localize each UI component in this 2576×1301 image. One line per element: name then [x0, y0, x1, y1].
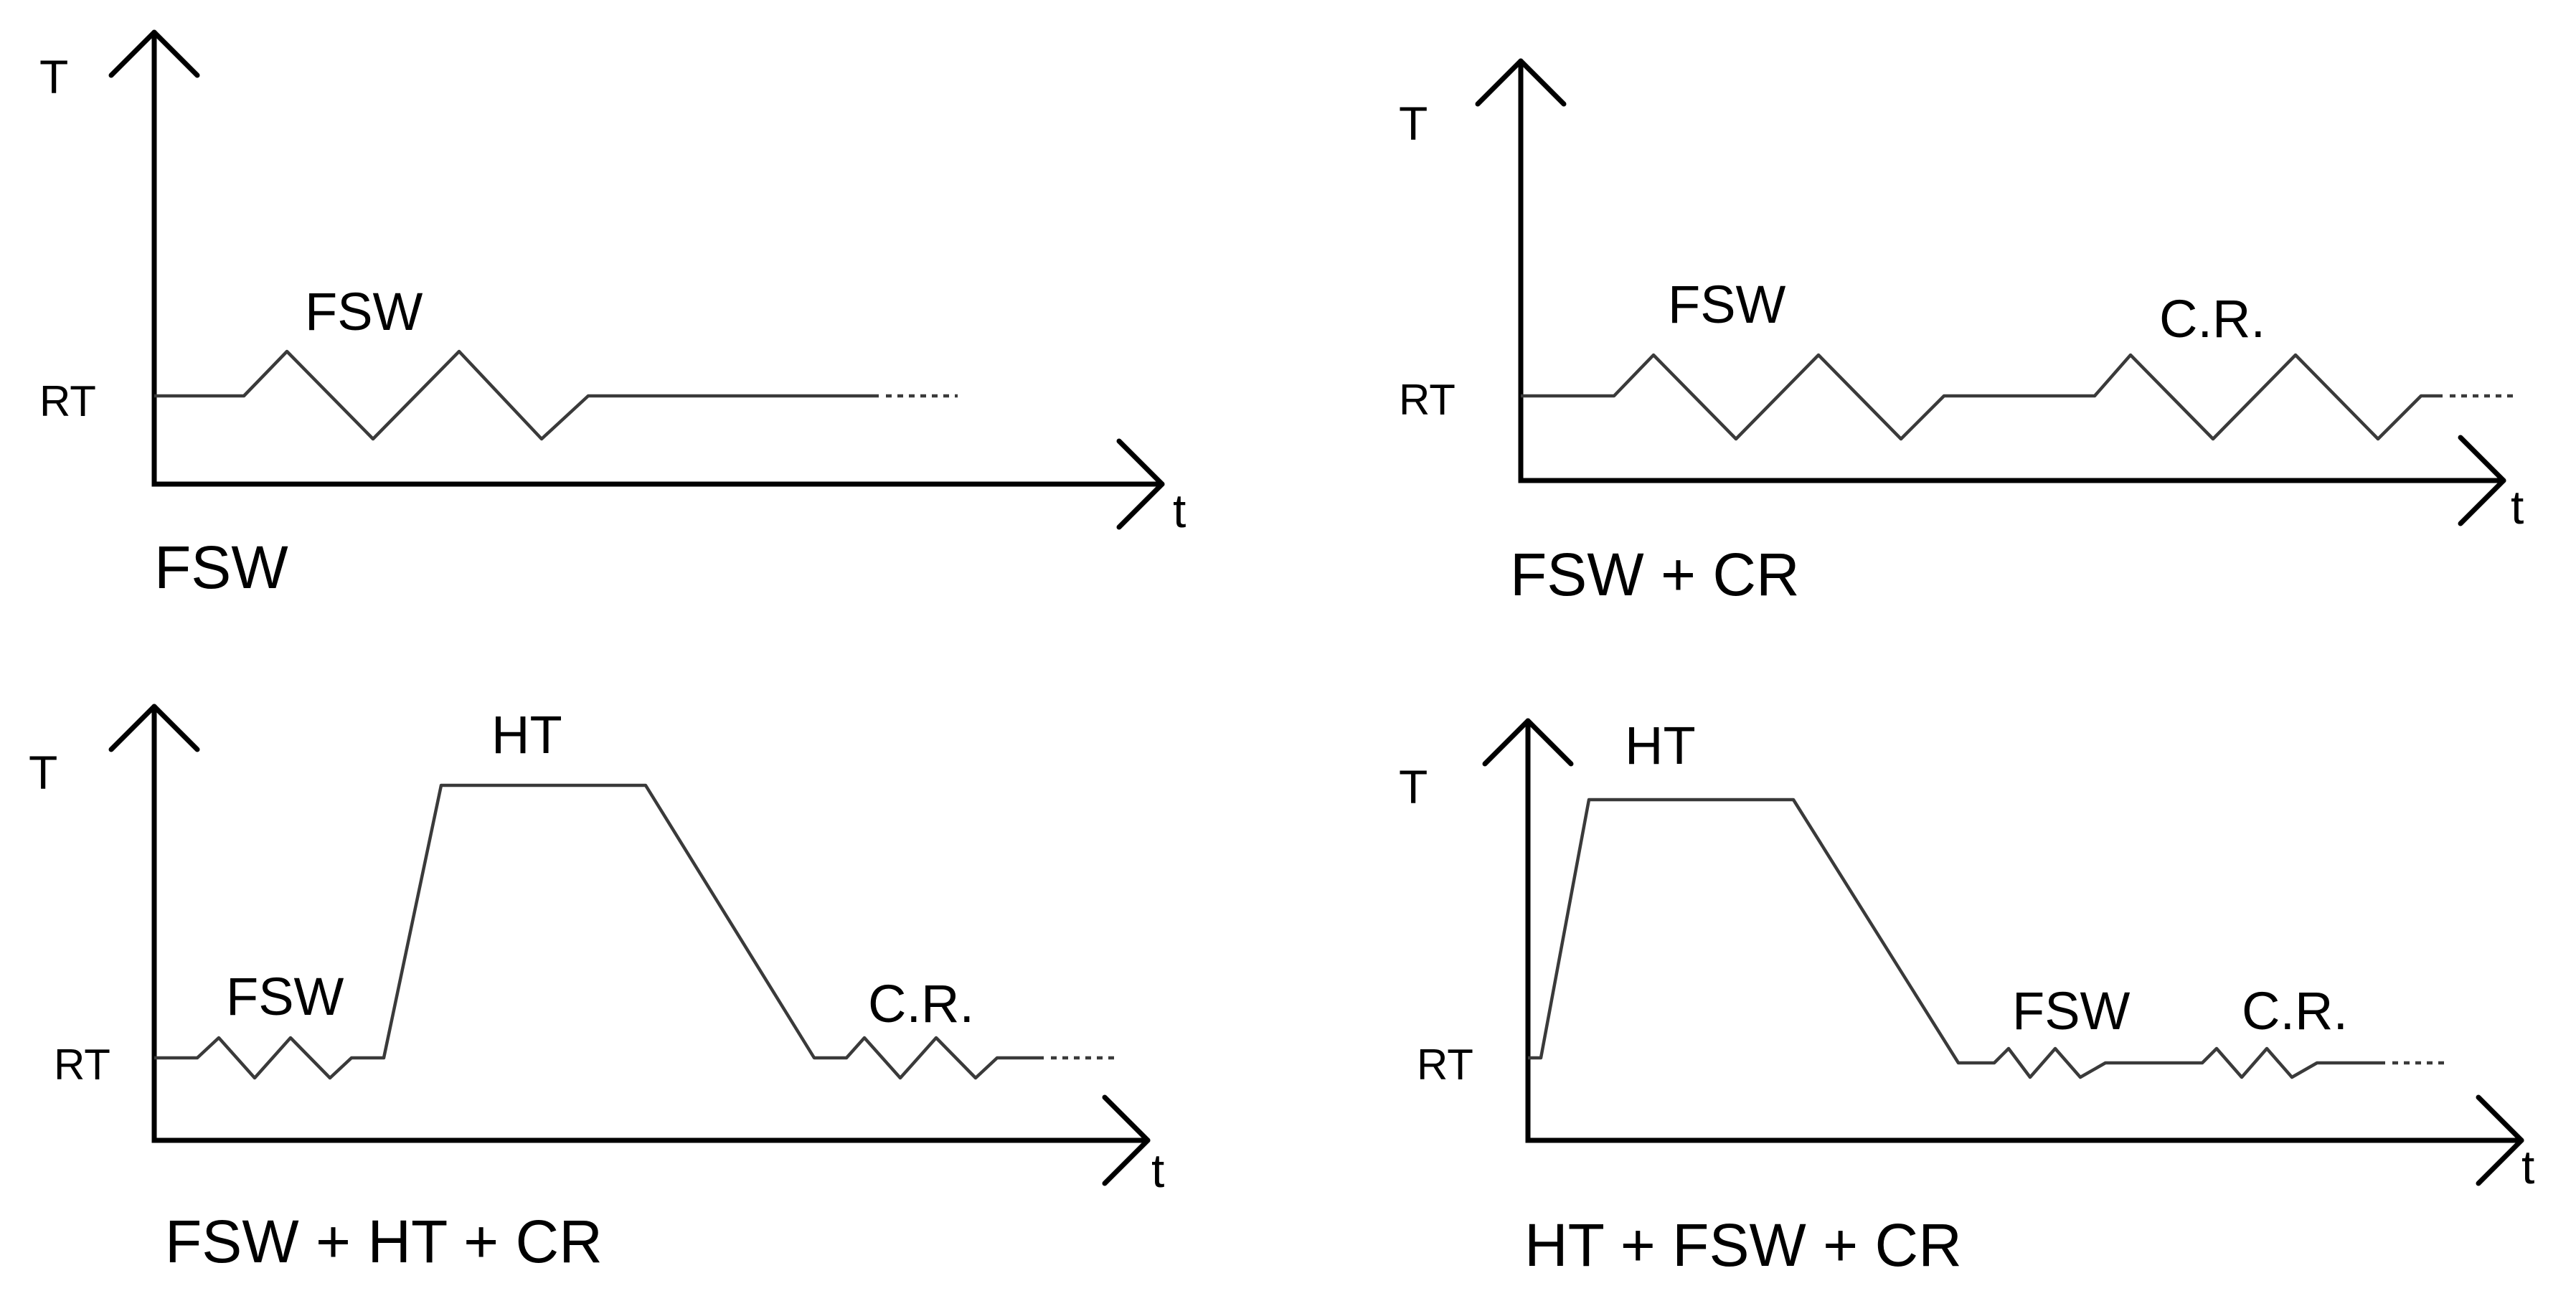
y-axis	[151, 29, 1165, 487]
panel-fsw-ht-cr: T t RT FSW HT C.R. FSW + HT + CR	[29, 704, 1164, 1275]
x-axis-arrowhead	[1116, 438, 1165, 530]
temperature-curve	[1528, 798, 2385, 1079]
y-axis	[1525, 718, 2524, 1143]
y-axis-arrowhead	[1482, 718, 1574, 767]
temperature-curve	[154, 783, 1044, 1080]
segment-label-fsw: FSW	[305, 282, 423, 341]
segment-label-ht: HT	[1625, 716, 1696, 775]
rt-label: RT	[39, 377, 96, 425]
y-axis-label: T	[39, 50, 68, 103]
y-axis-arrowhead	[1475, 58, 1567, 107]
segment-label-cr: C.R.	[868, 974, 974, 1033]
y-axis-label: T	[1399, 97, 1428, 150]
panel-fsw-cr: T t RT FSW C.R. FSW + CR	[1399, 58, 2524, 608]
panel-caption: FSW + CR	[1510, 541, 1800, 608]
panel-caption: HT + FSW + CR	[1524, 1211, 1962, 1279]
y-axis	[1518, 58, 2506, 483]
segment-label-cr: C.R.	[2242, 981, 2348, 1041]
temperature-curve	[154, 349, 879, 441]
x-axis-label: t	[2511, 481, 2524, 534]
segment-label-fsw: FSW	[226, 967, 344, 1026]
segment-label-cr: C.R.	[2159, 289, 2265, 349]
x-axis-label: t	[1173, 484, 1186, 537]
rt-label: RT	[1417, 1041, 1473, 1089]
x-axis-label: t	[2521, 1140, 2534, 1193]
segment-label-fsw: FSW	[1668, 275, 1786, 334]
rt-label: RT	[54, 1041, 110, 1089]
x-axis-label: t	[1151, 1144, 1164, 1197]
y-axis-label: T	[29, 746, 57, 799]
segment-label-fsw: FSW	[2012, 981, 2131, 1041]
y-axis	[151, 704, 1151, 1143]
temperature-curve	[1521, 353, 2443, 441]
x-axis-arrowhead	[2458, 435, 2506, 526]
rt-label: RT	[1399, 376, 1456, 424]
panel-caption: FSW + HT + CR	[165, 1208, 603, 1275]
x-axis-arrowhead	[1102, 1094, 1151, 1186]
y-axis-arrowhead	[108, 29, 200, 78]
x-axis-arrowhead	[2476, 1094, 2524, 1186]
segment-label-ht: HT	[491, 705, 562, 765]
y-axis-label: T	[1399, 760, 1428, 813]
panel-ht-fsw-cr: T t RT HT FSW C.R. HT + FSW + CR	[1399, 716, 2534, 1279]
panel-caption: FSW	[154, 534, 288, 601]
panel-fsw: T t RT FSW FSW	[39, 29, 1186, 601]
y-axis-arrowhead	[108, 704, 200, 752]
